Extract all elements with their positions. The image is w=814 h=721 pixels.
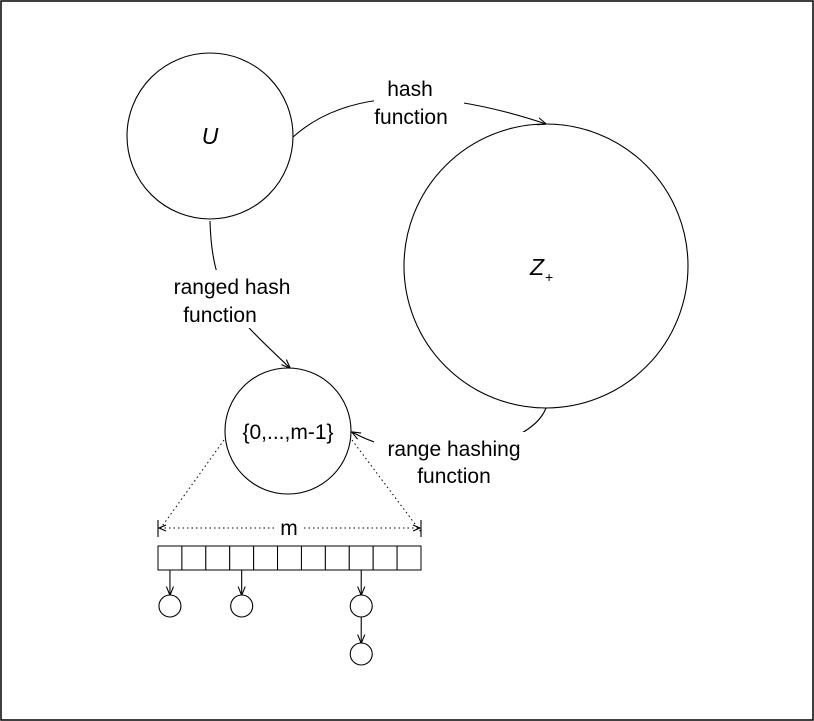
range-hashing-function-label-line1: range hashing bbox=[387, 438, 520, 461]
chain-node bbox=[158, 594, 182, 618]
range-hashing-function-label-line2: function bbox=[417, 465, 491, 488]
projection-line-right bbox=[351, 439, 422, 533]
hash-function-edge: hash function bbox=[292, 76, 546, 138]
dimension-arrowhead-left bbox=[157, 524, 167, 532]
universe-node: U bbox=[126, 52, 294, 220]
hash-function-label-bg bbox=[374, 76, 464, 132]
hash-table-slot bbox=[205, 545, 231, 571]
ranged-hash-function-edge: ranged hash function bbox=[158, 220, 306, 368]
integers-node: Z + bbox=[403, 123, 689, 409]
integers-subscript: + bbox=[545, 269, 553, 285]
chain-node bbox=[230, 594, 254, 618]
range-hashing-function-label-bg bbox=[374, 432, 534, 490]
range-node: {0,...,m-1} bbox=[224, 367, 352, 495]
hash-table-slot bbox=[229, 545, 255, 571]
hash-table-slot bbox=[324, 545, 350, 571]
hash-table-slot bbox=[300, 545, 326, 571]
projection-line-left bbox=[157, 439, 225, 533]
table-size-label: m bbox=[280, 517, 298, 540]
hash-table bbox=[157, 545, 422, 571]
chain-node bbox=[349, 594, 373, 618]
hash-table-chains bbox=[158, 570, 373, 666]
hash-table-slot bbox=[181, 545, 207, 571]
table-size-dimension: m bbox=[157, 517, 422, 540]
ranged-hash-function-label-line1: ranged hash bbox=[174, 276, 291, 299]
hash-table-slot bbox=[157, 545, 183, 571]
range-label: {0,...,m-1} bbox=[242, 421, 333, 444]
chain-node bbox=[349, 642, 373, 666]
hash-table-slot bbox=[277, 545, 302, 571]
hash-table-slot bbox=[348, 545, 374, 571]
hash-table-slot bbox=[396, 545, 422, 571]
hash-function-label-line1: hash bbox=[387, 78, 433, 101]
ranged-hash-function-label-bg bbox=[158, 270, 306, 328]
integers-circle bbox=[403, 123, 689, 409]
dimension-arrowhead-right bbox=[412, 524, 422, 532]
ranged-hash-function-label-line2: function bbox=[183, 304, 257, 327]
universe-label: U bbox=[202, 123, 219, 149]
hash-function-label-line2: function bbox=[374, 106, 448, 129]
hash-table-slot bbox=[372, 545, 398, 571]
hash-table-slot bbox=[253, 545, 279, 571]
universe-circle bbox=[126, 52, 294, 220]
range-hashing-function-edge: range hashing function bbox=[352, 407, 547, 490]
integers-label: Z bbox=[529, 254, 545, 280]
